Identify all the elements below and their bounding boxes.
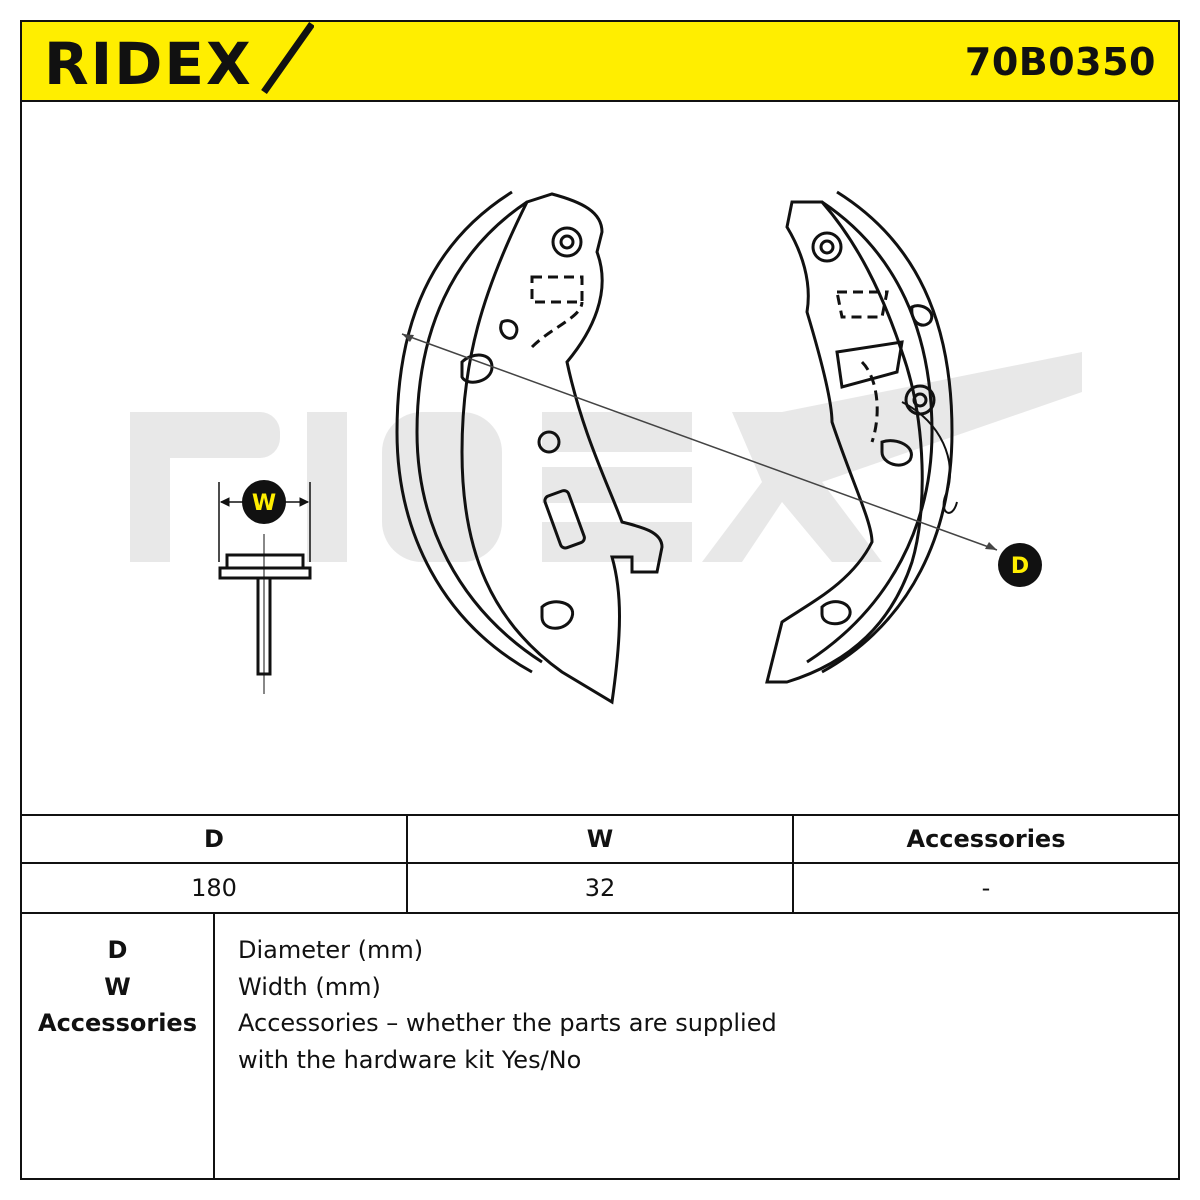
legend-desc-accessories-2: with the hardware kit Yes/No [238,1045,582,1074]
dimensions-value-row: 180 32 - [22,864,1178,912]
legend-desc-width: Width (mm) [238,972,381,1001]
datasheet-frame: RIDEX 70B0350 [20,20,1180,1180]
diameter-dimension-line [401,333,998,551]
header-cell-accessories: Accessories [906,825,1066,853]
legend-keys: D W Accessories [22,914,215,1178]
technical-drawing: W [22,102,1178,814]
dimensions-table: D W Accessories 180 32 - [22,814,1178,912]
header-cell-w: W [408,816,794,862]
brake-shoe-icon-right [765,190,958,684]
dimensions-header-row: D W Accessories [22,816,1178,864]
header-cell-d: D [22,816,408,862]
value-cell-w: 32 [408,864,794,912]
part-number: 70B0350 [964,40,1156,84]
width-callout: W [242,480,286,524]
value-cell-accessories: - [981,874,991,902]
diameter-label: D [1011,554,1029,579]
header-banner: RIDEX 70B0350 [22,22,1178,102]
legend-descriptions: Diameter (mm) Width (mm) Accessories – w… [238,932,1138,1078]
legend-key-accessories: Accessories [38,1009,197,1037]
legend-desc-accessories-1: Accessories – whether the parts are supp… [238,1009,777,1037]
diameter-callout: D [998,543,1042,587]
width-label: W [252,491,276,516]
shoe-cross-section-icon [218,482,312,694]
legend-desc-diameter: Diameter (mm) [238,936,424,964]
legend-table: D W Accessories Diameter (mm) Width (mm)… [22,912,1178,1178]
value-cell-d: 180 [22,864,408,912]
brand-logo-text: RIDEX [44,30,253,98]
watermark-logo [130,352,1082,562]
brake-shoe-drawing: W [130,190,1082,705]
legend-key-w: W [104,972,131,1001]
legend-key-d: D [107,936,128,964]
brand-logo: RIDEX [44,22,314,98]
